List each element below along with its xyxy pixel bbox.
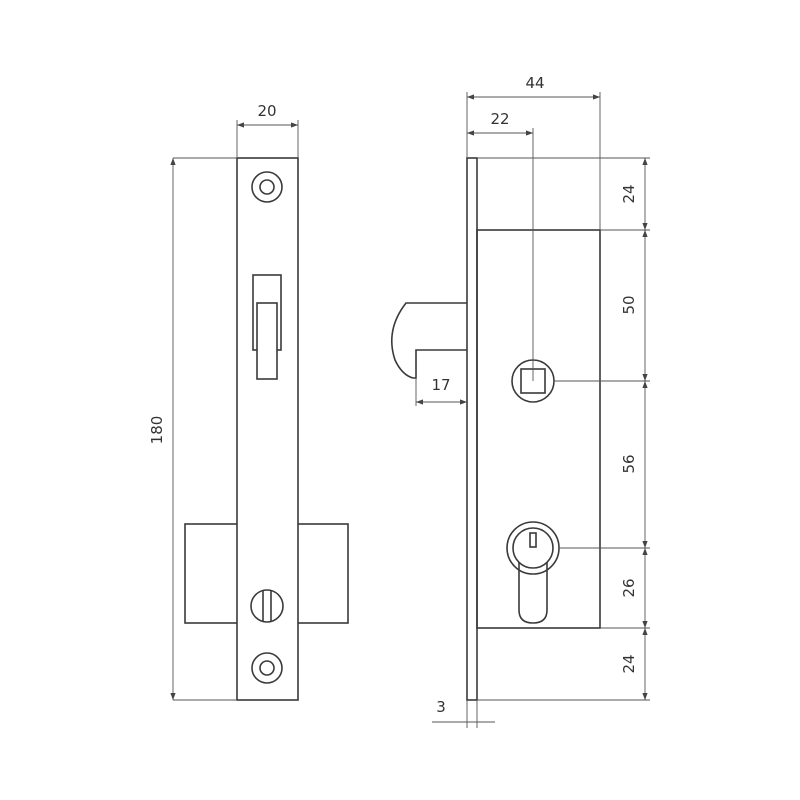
side-faceplate <box>466 157 478 701</box>
top-screw-hole <box>251 171 283 203</box>
dimension-backset: 22 <box>467 110 534 381</box>
dimension-chain-right: 24 50 56 26 24 <box>477 157 650 701</box>
cylinder-hole <box>506 521 560 624</box>
front-view: 20 180 <box>148 102 349 701</box>
dimension-label-depth: 44 <box>525 74 544 92</box>
dimension-latch: 17 <box>415 376 467 406</box>
latch-bolt <box>391 302 467 379</box>
latch-opening <box>252 274 282 380</box>
lock-body <box>476 229 601 629</box>
dimension-width: 20 <box>236 102 299 158</box>
faceplate <box>236 157 299 701</box>
dimension-label-spindle: 50 <box>620 295 638 314</box>
dimension-label-cylinder-to-bottom: 26 <box>620 578 638 597</box>
dimension-label-height: 180 <box>148 416 166 445</box>
dimension-label-bottom-margin: 24 <box>620 654 638 673</box>
side-view: 44 22 17 3 <box>391 74 650 728</box>
dimension-label-backset: 22 <box>490 110 509 128</box>
dimension-label-top-margin: 24 <box>620 184 638 203</box>
dimension-depth: 44 <box>466 74 601 230</box>
dimension-height: 180 <box>148 157 237 701</box>
dimension-label-width: 20 <box>257 102 276 120</box>
bottom-screw-hole <box>251 652 283 684</box>
slotted-screw <box>250 589 284 623</box>
dimension-label-spindle-to-cylinder: 56 <box>620 454 638 473</box>
dimension-label-latch: 17 <box>431 376 450 394</box>
dimension-label-thickness: 3 <box>436 698 446 716</box>
dimension-thickness: 3 <box>432 698 495 728</box>
